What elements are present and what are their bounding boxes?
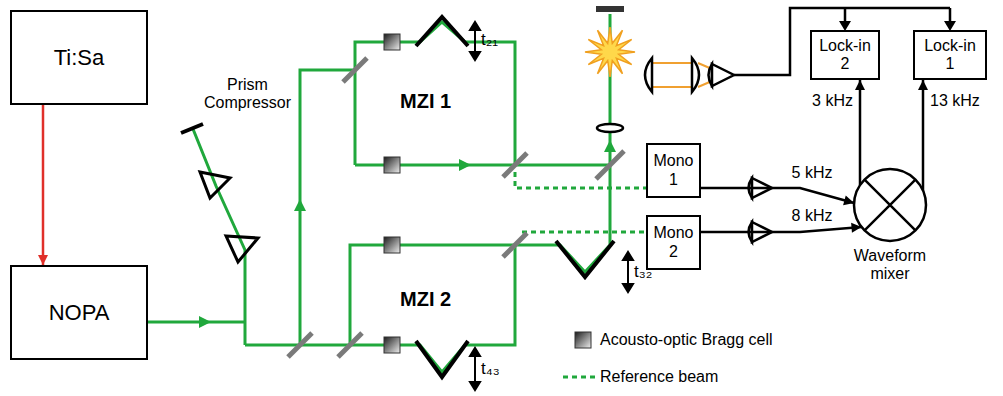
legend-label: Reference beam [600, 368, 718, 386]
box-label: Mono 2 [648, 224, 699, 261]
lens [597, 124, 623, 132]
box-label: Lock-in 1 [915, 37, 985, 74]
mixer-symbol: Waveform mixer [852, 167, 928, 243]
arrow-head [855, 80, 865, 90]
amplifier-box: NOPA [10, 265, 148, 360]
box-label: Mono 1 [648, 152, 699, 189]
legend-label: Acousto-optic Bragg cell [600, 331, 773, 349]
lock-in-box: Lock-in 2 [810, 30, 880, 80]
frequency-label: 3 kHz [811, 92, 854, 110]
frequency-label: 13 kHz [929, 92, 981, 110]
photodetector [709, 64, 773, 242]
box-label: NOPA [46, 300, 113, 325]
mixer-outline [852, 167, 928, 243]
connector-line [701, 227, 862, 232]
mixer-label: Waveform mixer [845, 247, 935, 284]
laser-beam [148, 14, 610, 372]
bragg-cell [384, 34, 591, 353]
arrow-head [843, 196, 854, 206]
connector [38, 105, 48, 265]
arrow-head [918, 80, 928, 90]
connector [855, 80, 865, 185]
beam-splitter [288, 58, 624, 357]
retroreflector [416, 17, 614, 377]
connector-line [701, 188, 854, 203]
connector [701, 188, 854, 205]
collection-lens [645, 58, 699, 92]
connector-line [42, 105, 45, 265]
monochromator-box: Mono 2 [646, 215, 701, 270]
burst-shape [585, 27, 635, 77]
prism [181, 124, 258, 262]
mixer-circle [854, 169, 926, 241]
interferometer-label: MZI 1 [400, 90, 451, 113]
component-label: Prism Compressor [200, 76, 295, 113]
beam-arrow [199, 140, 616, 328]
connector [918, 80, 928, 191]
box-label: Lock-in 2 [812, 37, 878, 74]
sample [596, 6, 624, 12]
delay-label: t₄₃ [481, 359, 500, 379]
connector [701, 223, 862, 233]
frequency-label: 8 kHz [791, 207, 834, 225]
delay-label: t₃₂ [634, 262, 652, 282]
fluorescence-burst [585, 27, 635, 77]
connector-line [859, 80, 862, 185]
arrow-head [38, 255, 48, 265]
connector-line [922, 80, 925, 191]
mixer-cross [865, 180, 916, 231]
box-label: Ti:Sa [51, 45, 108, 70]
frequency-label: 5 kHz [791, 164, 834, 182]
fluorescence-ray [653, 63, 712, 87]
lock-in-box: Lock-in 1 [913, 30, 987, 80]
interferometer-label: MZI 2 [400, 288, 451, 311]
delay-label: t₂₁ [481, 30, 498, 50]
laser-box: Ti:Sa [10, 10, 148, 105]
monochromator-box: Mono 1 [646, 143, 701, 198]
